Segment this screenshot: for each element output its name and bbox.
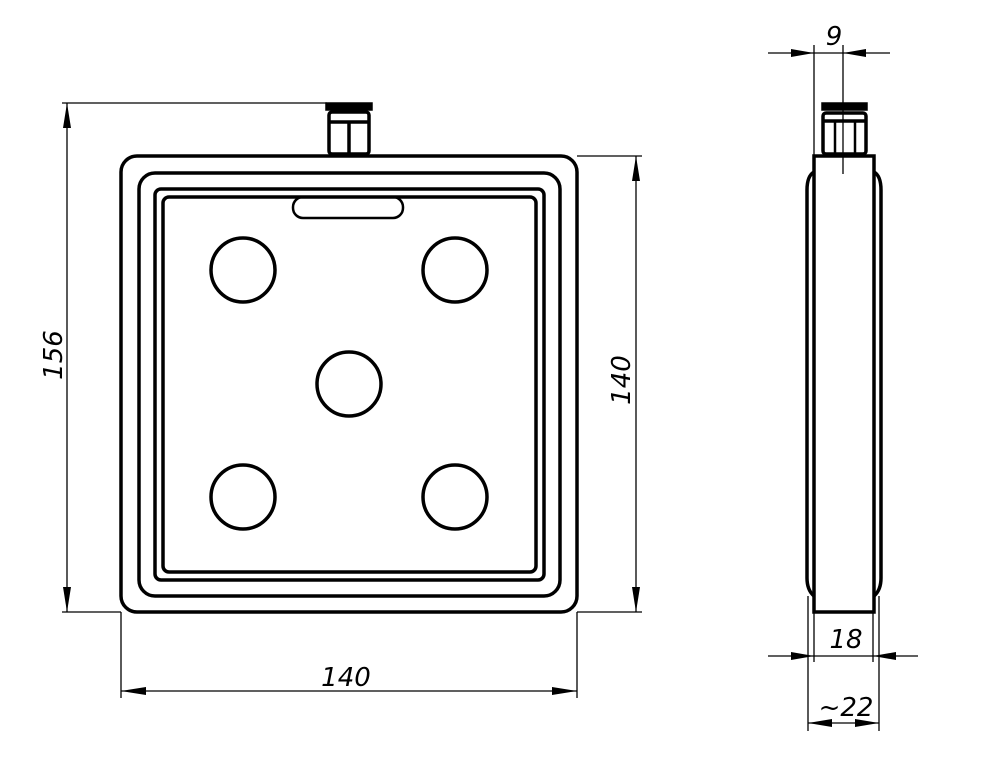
dimension-18: 18 <box>768 612 918 662</box>
dim-text-140-horizontal: 140 <box>321 663 371 693</box>
dim-text-156: 156 <box>39 330 69 380</box>
dimension-140-vertical: 140 <box>577 155 642 613</box>
dimension-9: 9 <box>768 22 890 156</box>
suction-hole <box>421 236 489 304</box>
suction-hole <box>315 350 383 418</box>
suction-hole <box>421 463 489 531</box>
side-body <box>812 154 876 614</box>
air-fitting <box>325 102 373 156</box>
dim-text-9: 9 <box>826 22 843 52</box>
dimension-140-horizontal: 140 <box>120 612 578 698</box>
side-view: 9 18 ~22 <box>768 22 918 731</box>
frame-inner-1 <box>137 171 562 598</box>
suction-hole <box>209 236 277 304</box>
dim-text-18: 18 <box>829 625 862 655</box>
suction-hole <box>209 463 277 531</box>
side-pad-right <box>872 170 883 598</box>
slot <box>291 195 405 220</box>
side-pad-left <box>805 170 816 598</box>
frame-inner-2 <box>153 187 546 582</box>
side-air-fitting <box>821 102 868 156</box>
dimension-22: ~22 <box>807 596 880 731</box>
dim-text-140-vertical: 140 <box>607 355 637 405</box>
front-view: 156 140 140 <box>39 102 642 698</box>
dim-text-22: ~22 <box>819 693 874 723</box>
outer-frame <box>119 154 579 614</box>
dimension-156: 156 <box>39 102 327 613</box>
